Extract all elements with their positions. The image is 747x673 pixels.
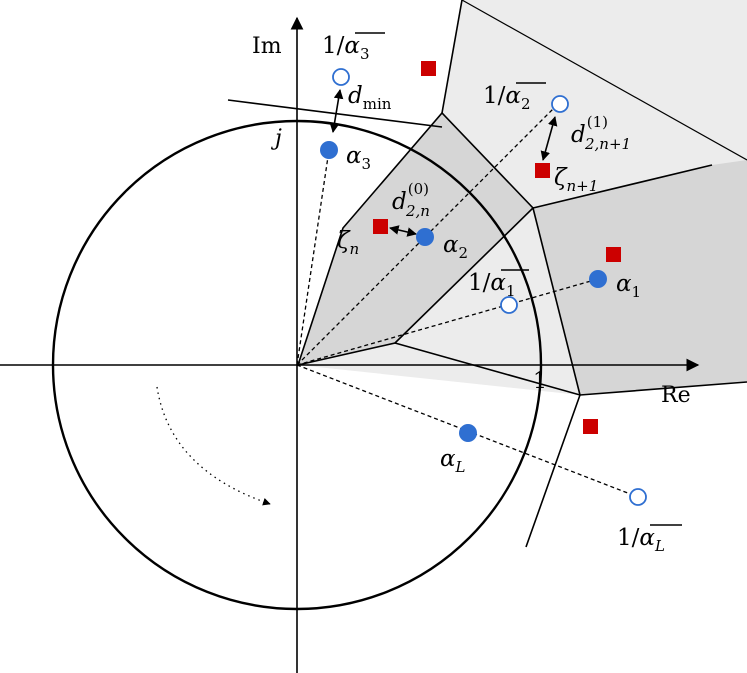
pole-alpha3	[320, 141, 338, 159]
d0-arrow	[389, 225, 417, 237]
square-zeta-n	[373, 219, 388, 234]
label-alpha3: α3	[346, 143, 371, 173]
label-zeta-n1: ζn+1	[554, 165, 598, 195]
reflect-alpha3	[332, 68, 350, 86]
label-inv-alphaL: 1/αL	[617, 524, 682, 555]
svg-text:1/αL: 1/αL	[617, 525, 665, 555]
boundary-line-diagonal	[461, 0, 747, 161]
label-alpha1: α1	[616, 271, 641, 301]
unit-label-j: j	[270, 126, 282, 151]
ray-alpha1	[296, 278, 599, 366]
pole-alpha2	[416, 228, 434, 246]
label-alphaL: αL	[440, 446, 466, 476]
svg-text:1/α1: 1/α1	[468, 270, 515, 300]
region-alpha2-cell	[298, 113, 533, 365]
unit-circle	[51, 119, 543, 611]
label-alpha2: α2	[443, 232, 468, 262]
label-inv-alpha1: 1/α1	[468, 269, 529, 300]
label-d0: d(0)2,n	[392, 180, 430, 220]
svg-text:1/α2: 1/α2	[483, 83, 530, 113]
square-bottom	[583, 419, 598, 434]
unit-label-one: 1	[533, 369, 547, 394]
axis-label-re: Re	[661, 383, 691, 408]
ray-alpha3	[296, 149, 330, 366]
region-top-right	[442, 0, 747, 208]
d-min-arrow	[329, 89, 344, 133]
square-zeta-n1	[535, 163, 550, 178]
reflect-alphaL	[629, 488, 647, 506]
region-boundary-left	[297, 111, 535, 366]
boundary-line-top	[441, 0, 463, 114]
boundary-line-right	[532, 164, 713, 209]
pole-alphaL	[459, 424, 477, 442]
label-d-min: dmin	[348, 83, 392, 113]
label-d1: d(1)2,n+1	[571, 113, 631, 153]
d1-arrow	[540, 116, 558, 161]
region-right	[533, 160, 747, 395]
square-right	[606, 247, 621, 262]
label-inv-alpha3: 1/α3	[322, 32, 385, 63]
reflect-alpha2	[551, 95, 569, 113]
pole-alpha1	[589, 270, 607, 288]
reflect-alpha1	[500, 296, 518, 314]
rotation-arrow	[156, 386, 271, 506]
boundary-line-lower	[394, 342, 747, 396]
label-inv-alpha2: 1/α2	[483, 82, 546, 113]
region-alpha1-cell	[298, 208, 580, 395]
label-zeta-n: ζn	[337, 228, 359, 258]
axis-label-im: Im	[252, 34, 282, 59]
svg-text:1/α3: 1/α3	[322, 33, 369, 63]
square-top	[421, 61, 436, 76]
